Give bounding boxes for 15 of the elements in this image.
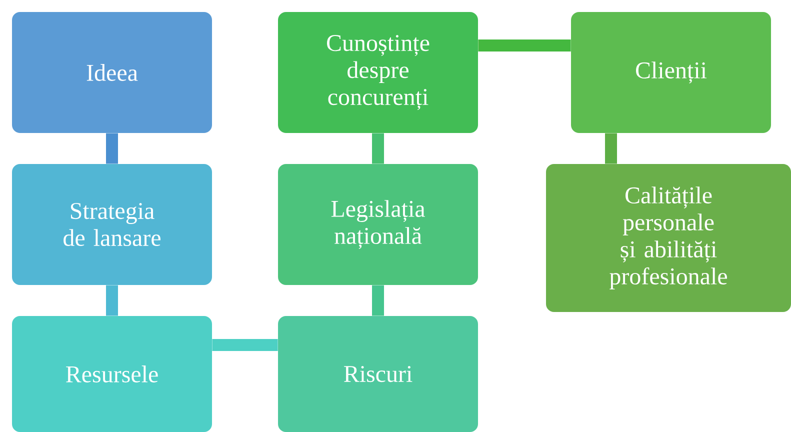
process-box: Cunoștințe despre concurenți (278, 12, 478, 133)
process-box: Calitățile personale și abilități profesionale (546, 164, 791, 312)
connector-bar (605, 133, 617, 164)
connector-bar (372, 285, 384, 316)
connector-bar (478, 40, 571, 52)
process-box: Legislația națională (278, 164, 478, 285)
connector-bar (212, 339, 278, 351)
connector-bar (106, 133, 118, 164)
process-box: Riscuri (278, 316, 478, 432)
process-box: Ideea (12, 12, 212, 133)
process-box: Strategia de lansare (12, 164, 212, 285)
connector-bar (106, 285, 118, 316)
connector-bar (372, 133, 384, 164)
process-box: Resursele (12, 316, 212, 432)
process-box: Clienții (571, 12, 771, 133)
